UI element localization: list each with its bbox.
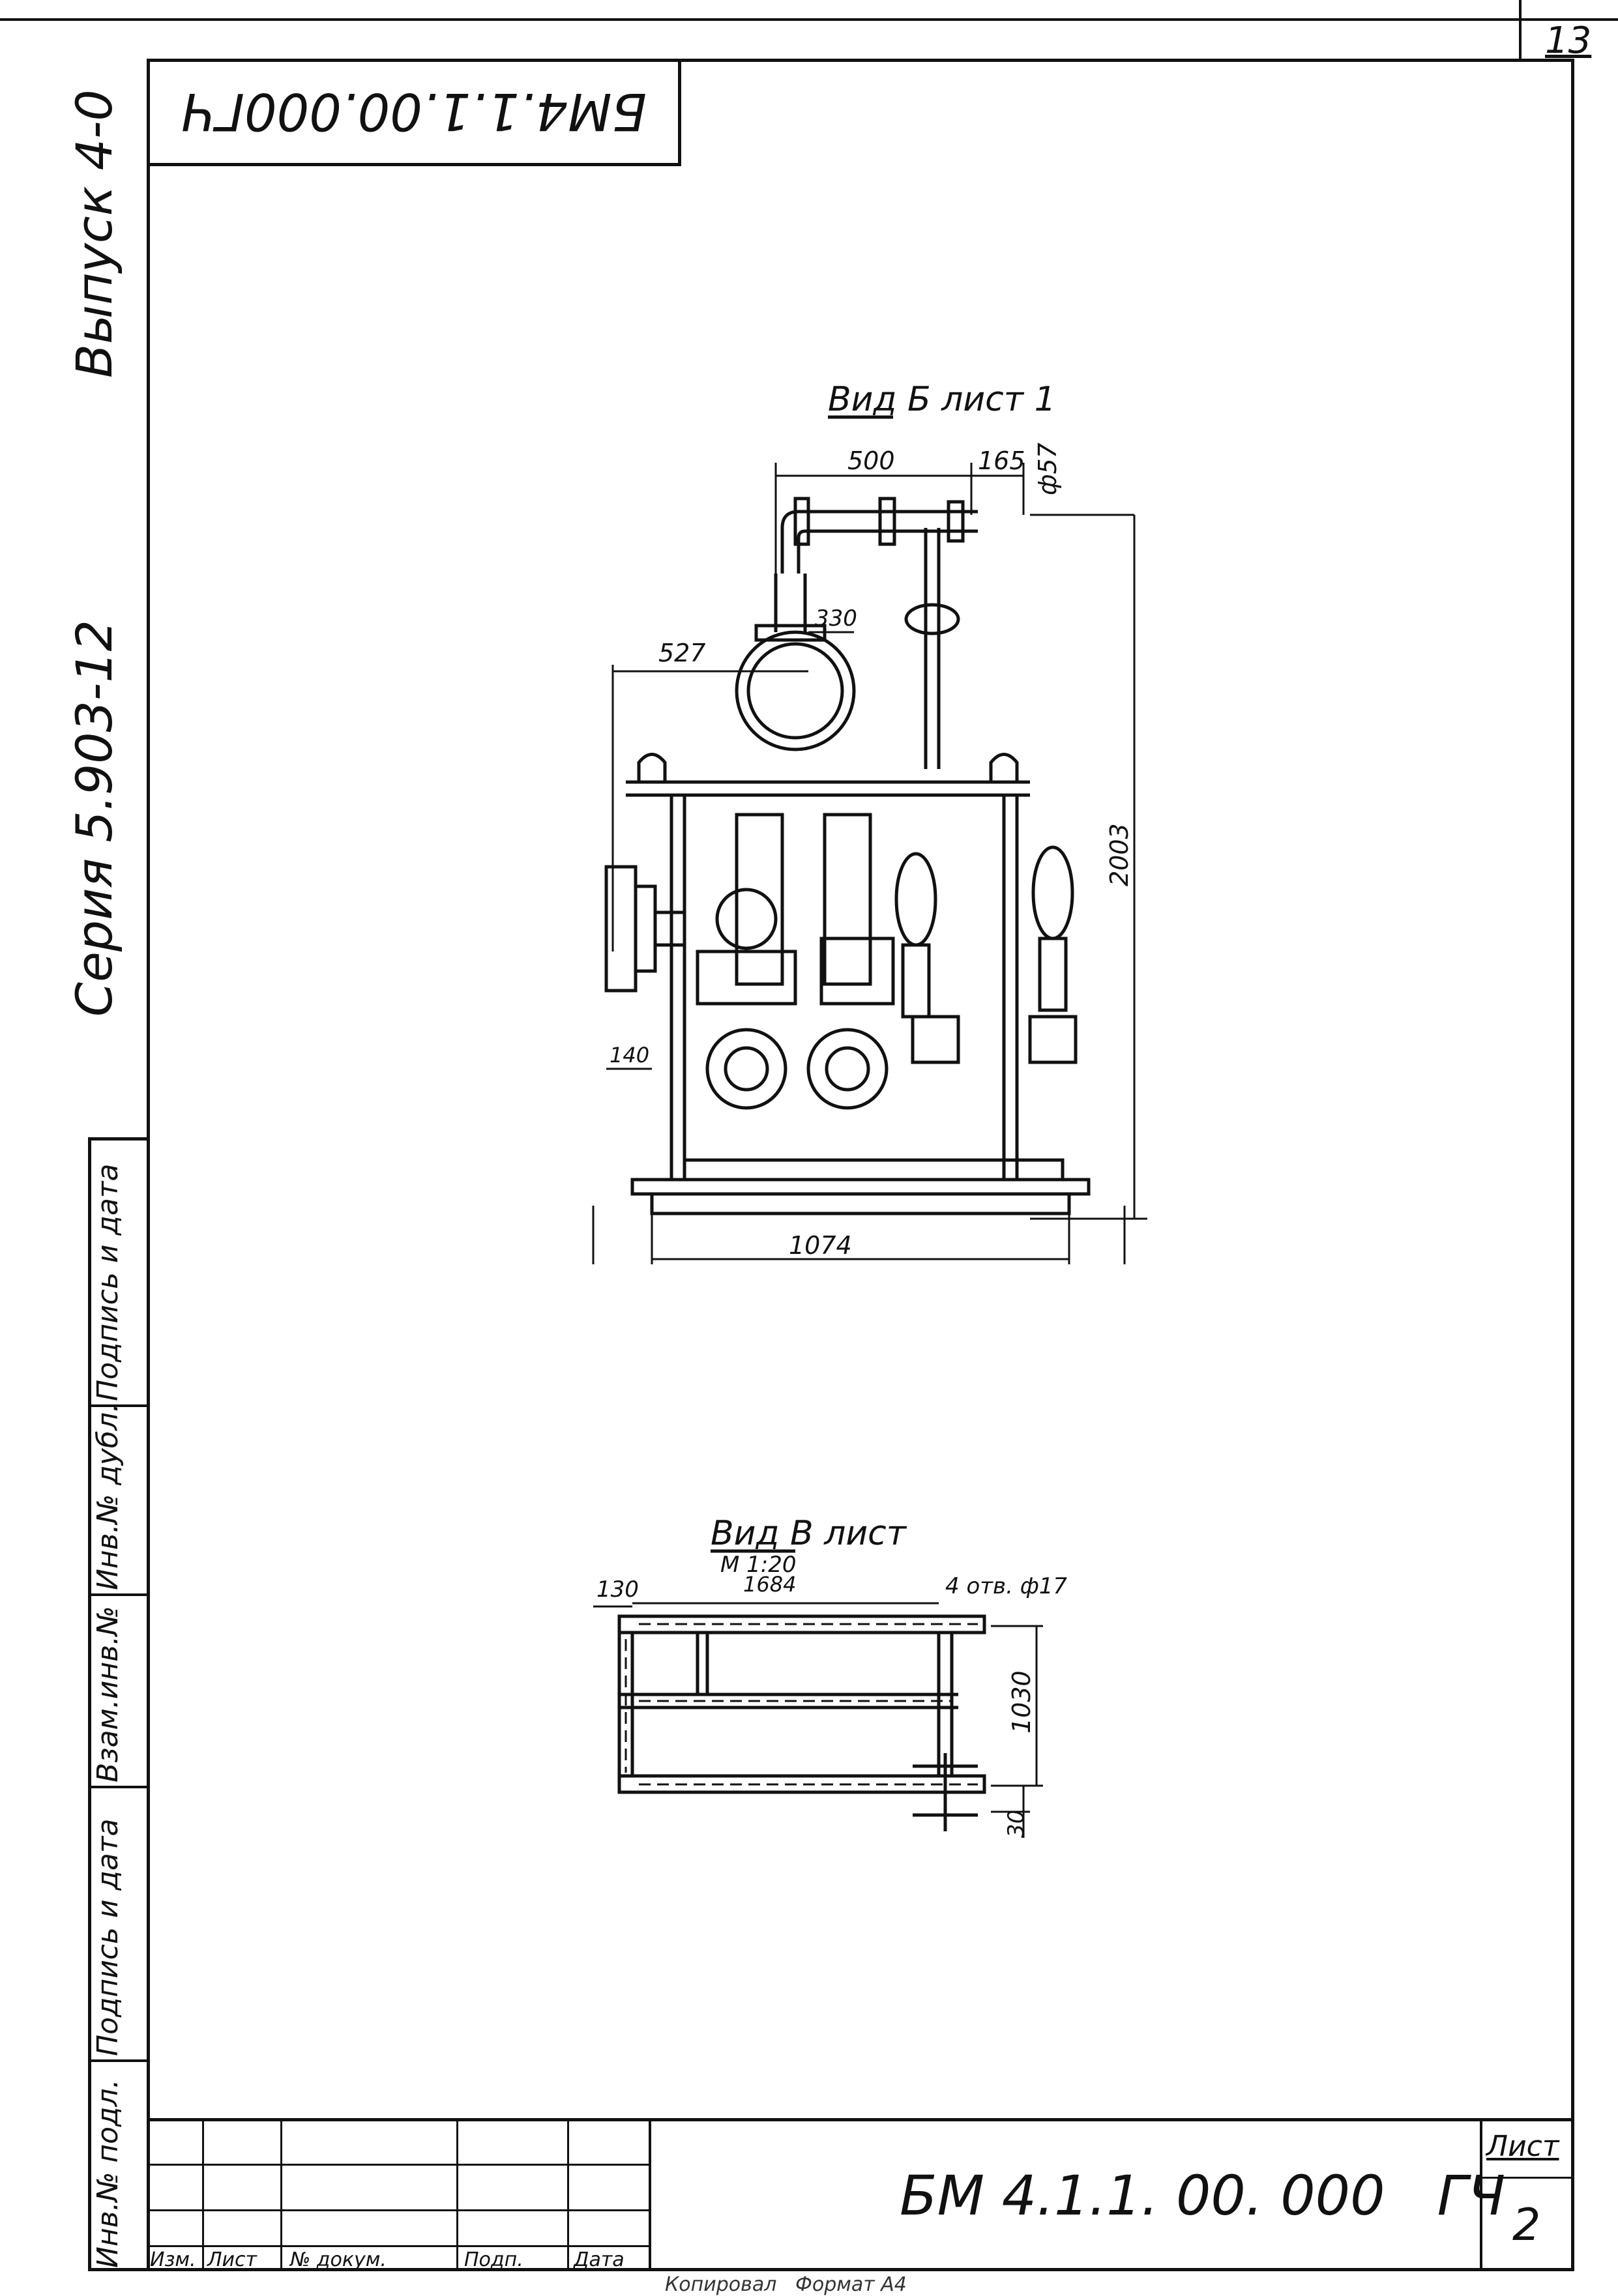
dim-165: 165 [978,446,1025,475]
mirrored-code: БМ4.1.1.00.000ГЧ [181,81,647,140]
stamp-header-podp: Подп. [464,2248,523,2271]
stamp-header-izm: Изм. [150,2248,196,2271]
view-1-drawing: Вид Б лист 1 500 165 ф57 527 330 2003 14… [592,380,1147,1264]
view-2-drawing: Вид В лист М 1:20 130 1684 4 отв. ф17 10… [593,1514,1067,1838]
side-col-vzam-inv: Взам.инв.№ [91,1606,125,1782]
dim-500: 500 [847,446,895,475]
sheet-label: Лист [1486,2130,1559,2163]
side-col-podpis-data-2: Подпись и дата [91,1818,125,2056]
side-issue: Выпуск 4-0 [65,89,123,378]
dim-holes: 4 отв. ф17 [945,1573,1067,1599]
sheet-number: 2 [1512,2200,1541,2251]
stamp-header-dokum: № докум. [290,2248,387,2271]
page-number: 13 [1545,20,1592,62]
view2-title: Вид В лист [711,1514,907,1553]
bottom-cut-text: Копировал Формат А4 [665,2273,907,2296]
side-col-inv-dubl: Инв.№ дубл. [91,1402,125,1590]
page-number-divider [1519,0,1522,59]
view2-scale: М 1:20 [720,1552,797,1578]
side-col-inv-podl: Инв.№ подл. [91,2079,125,2268]
dim-130: 130 [596,1577,639,1603]
dim-330: 330 [815,605,857,632]
code-box [147,59,681,166]
dim-1074: 1074 [789,1231,852,1260]
dim-140: 140 [610,1043,649,1068]
top-border [0,18,1618,21]
stamp-header-data: Дата [574,2248,625,2271]
document-code: БМ 4.1.1. 00. 000 ГЧ [900,2164,1506,2228]
dim-57: ф57 [1033,443,1062,495]
dim-1030: 1030 [1007,1670,1036,1734]
dim-527: 527 [658,639,706,667]
side-col-podpis-data-1: Подпись и дата [91,1163,125,1401]
side-series: Серия 5.903-12 [65,619,123,1017]
dim-1684: 1684 [743,1572,796,1597]
stamp-header-list: Лист [207,2248,257,2271]
dim-30: 30 [1003,1810,1029,1838]
view1-title: Вид Б лист 1 [828,380,1056,419]
title-block [147,2118,1574,2271]
side-stamp [88,1137,150,2271]
dim-2003: 2003 [1105,823,1134,886]
